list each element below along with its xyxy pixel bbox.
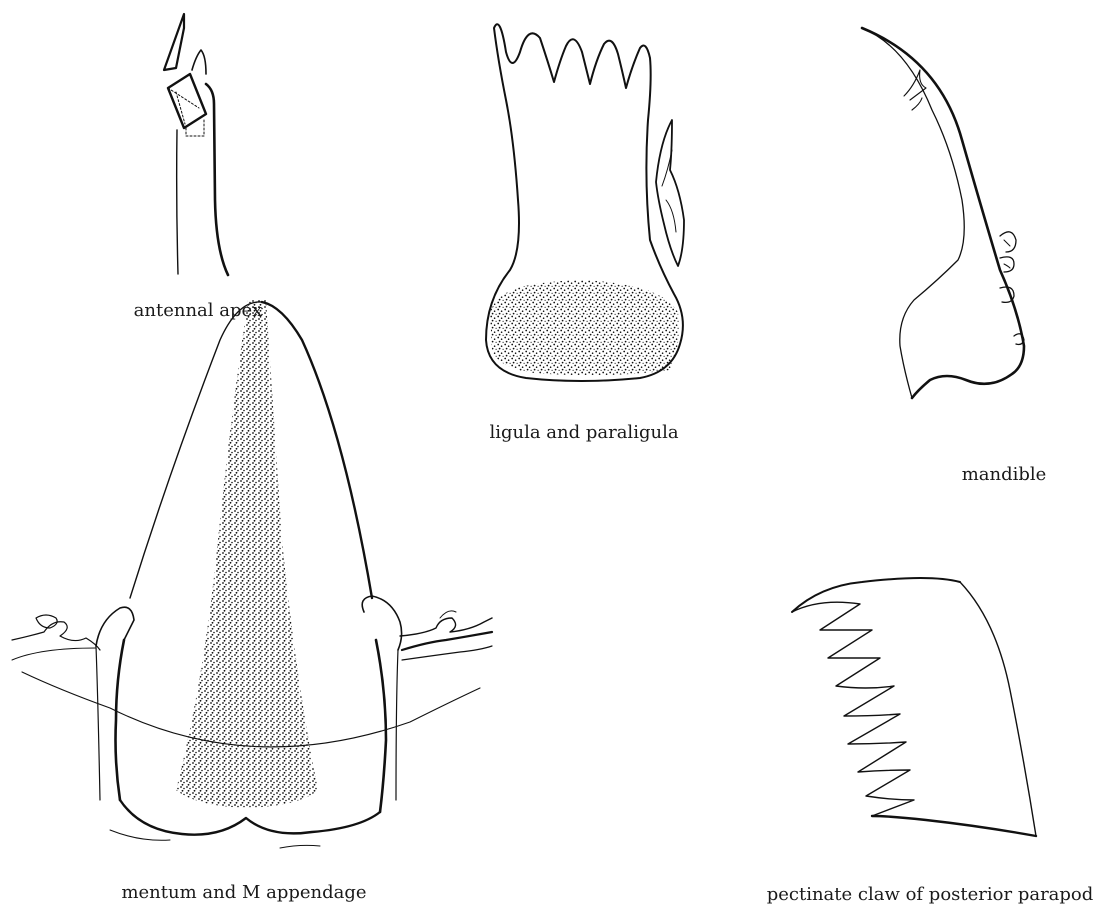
- caption-mentum: mentum and M appendage: [121, 882, 366, 903]
- caption-mandible: mandible: [962, 464, 1047, 485]
- claw-drawing: [792, 578, 1036, 836]
- caption-ligula: ligula and paraligula: [489, 422, 678, 443]
- mentum-drawing: [12, 300, 492, 848]
- mandible-drawing: [862, 28, 1024, 398]
- caption-antennal-apex: antennal apex: [134, 300, 263, 321]
- ligula-drawing: [486, 24, 684, 381]
- antennal-apex-drawing: [164, 14, 228, 275]
- caption-claw: pectinate claw of posterior parapod: [767, 884, 1094, 905]
